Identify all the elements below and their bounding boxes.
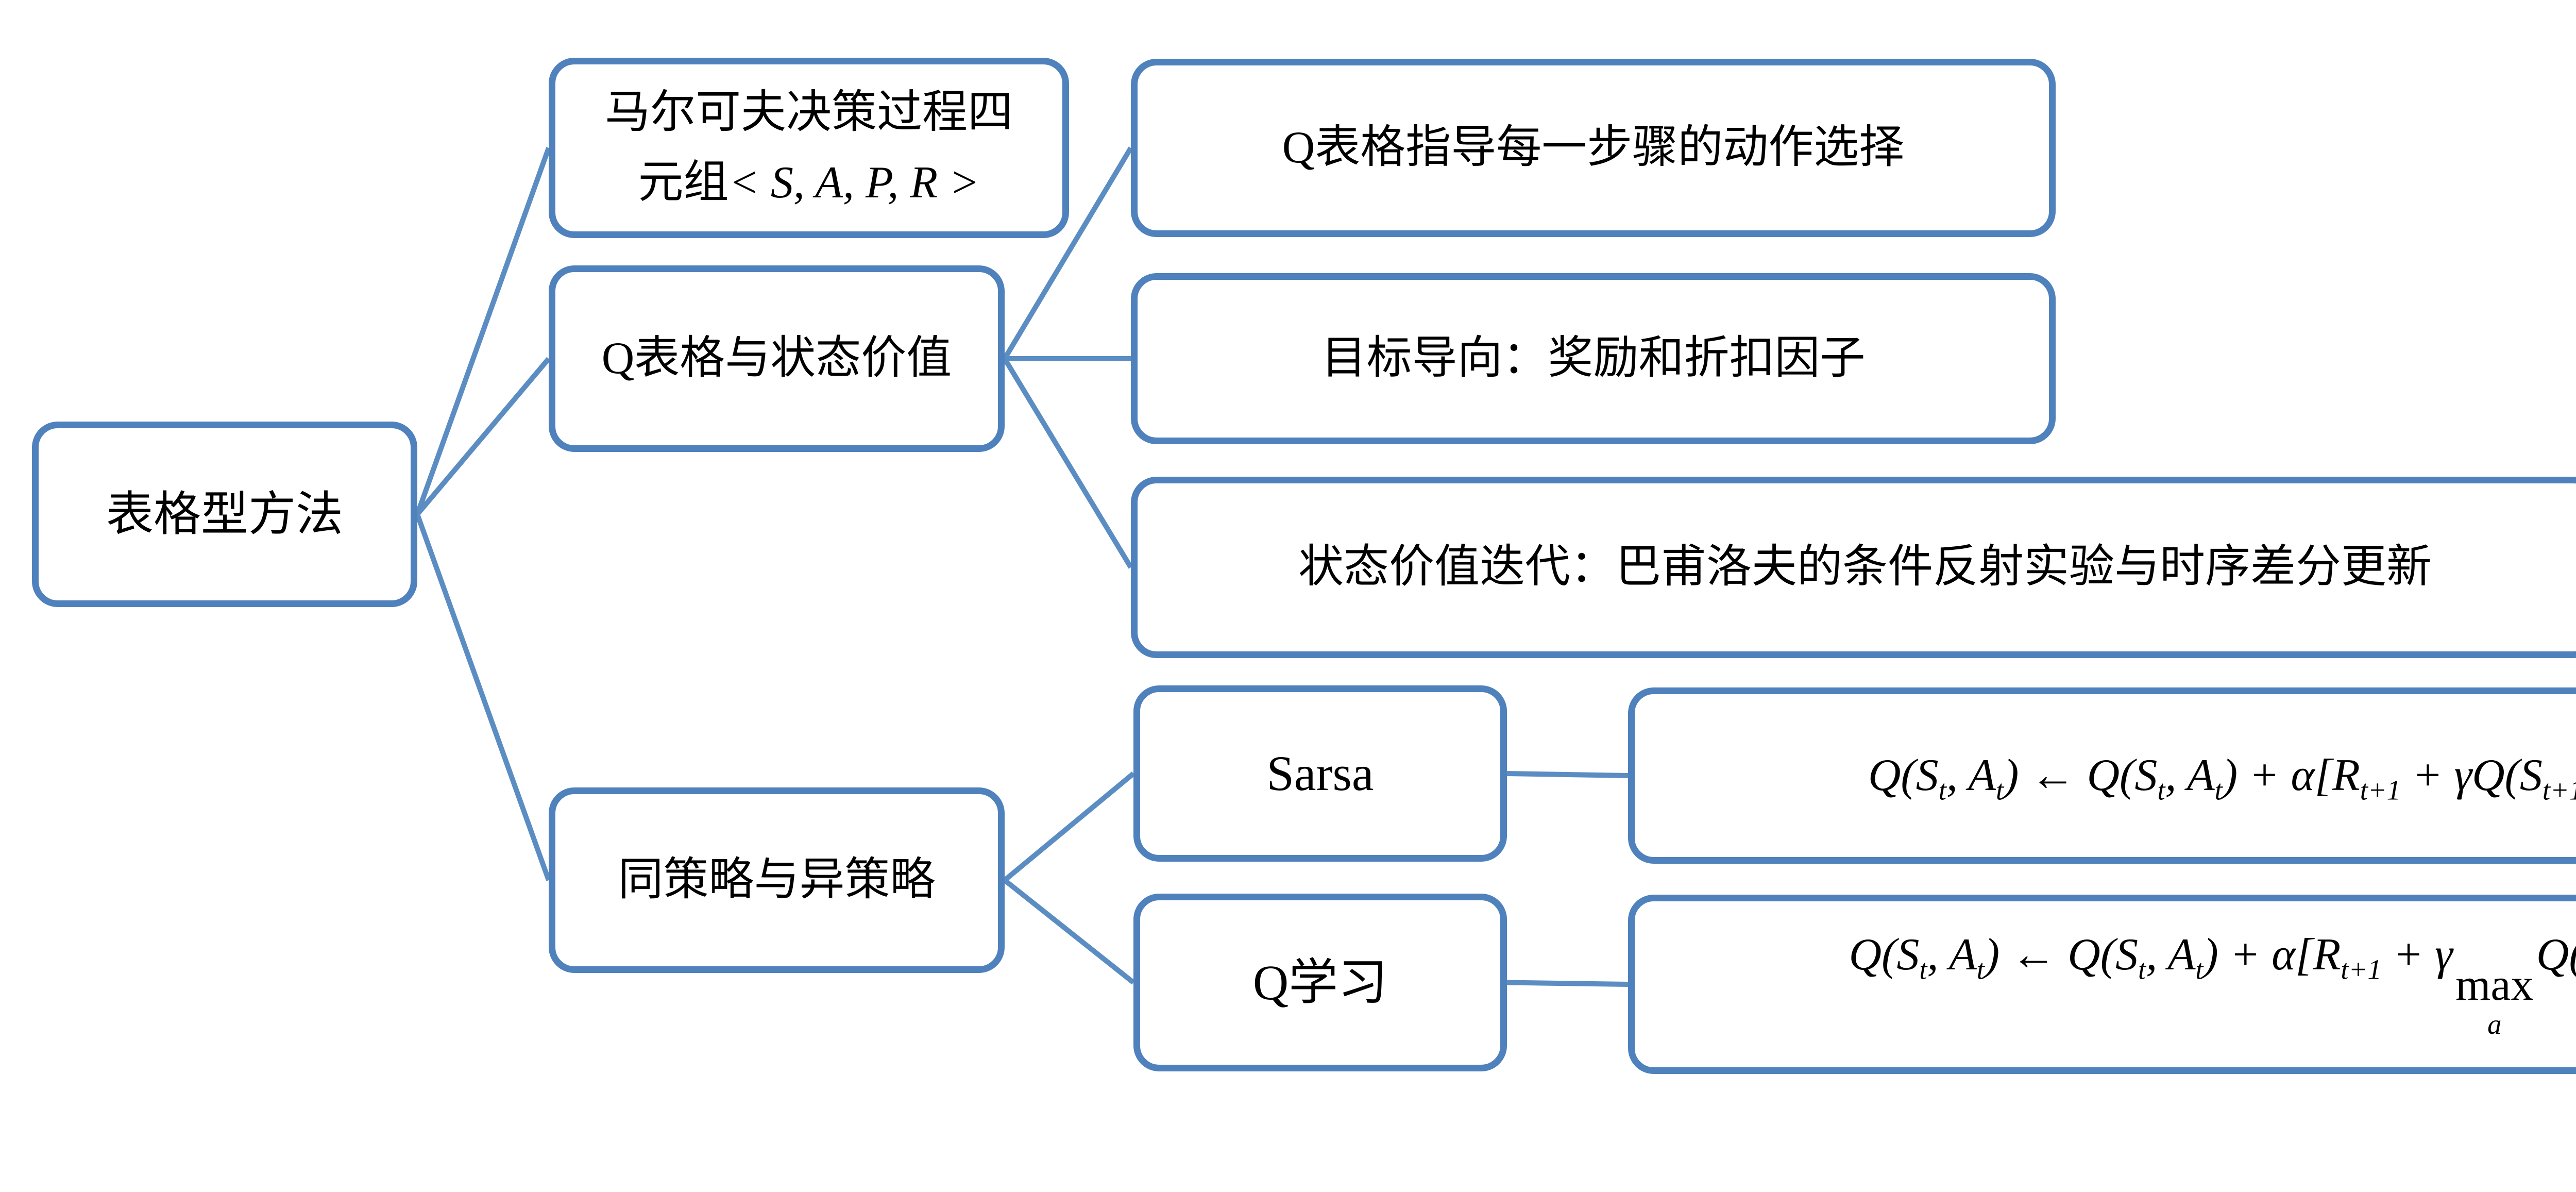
node-on-off-policy: 同策略与异策略 xyxy=(549,787,1005,973)
node-label: Q表格指导每一步骤的动作选择 xyxy=(1282,123,1905,173)
sarsa-formula-text: Q(St, At) ← Q(St, At) + α[Rt+1 + γQ(St+1… xyxy=(1868,750,2576,806)
node-qtable-guides-actions: Q表格指导每一步骤的动作选择 xyxy=(1131,59,2056,237)
node-label: 表格型方法 xyxy=(106,488,343,541)
connector-line xyxy=(1506,771,1629,778)
mdp-tuple-math: < S, A, P, R > xyxy=(728,158,980,208)
node-q-learning-update-formula: Q(St, At) ← Q(St, At) + α[Rt+1 + γmaxaQ(… xyxy=(1628,895,2576,1074)
connector-line xyxy=(415,357,551,516)
max-subscript: a xyxy=(2487,1008,2502,1040)
formula-before-max: Q(St, At) ← Q(St, At) + α[Rt+1 + γ xyxy=(1849,929,2453,985)
node-q-learning: Q学习 xyxy=(1133,894,1507,1071)
connector-line xyxy=(415,513,551,881)
node-tabular-methods: 表格型方法 xyxy=(32,422,417,607)
connector-line xyxy=(1506,980,1629,987)
node-label: Q学习 xyxy=(1252,954,1388,1010)
node-label: 状态价值迭代：巴甫洛夫的条件反射实验与时序差分更新 xyxy=(1298,542,2432,592)
connector-line xyxy=(1003,771,1136,882)
node-label: 同策略与异策略 xyxy=(618,855,936,905)
node-state-value-iteration: 状态价值迭代：巴甫洛夫的条件反射实验与时序差分更新 xyxy=(1131,477,2576,658)
node-mdp-tuple: 马尔可夫决策过程四 元组< S, A, P, R > xyxy=(549,58,1069,238)
node-label-line1: 马尔可夫决策过程四 xyxy=(604,87,1013,138)
connector-line xyxy=(415,147,551,515)
connector-line xyxy=(1003,878,1136,985)
formula-after-max: Q(St+1, a) − Q(St, At)] xyxy=(2536,929,2576,980)
connector-line xyxy=(1002,146,1133,360)
node-label-line2-prefix: 元组 xyxy=(638,158,729,208)
node-label: Q表格与状态价值 xyxy=(601,333,952,383)
node-sarsa-update-formula: Q(St, At) ← Q(St, At) + α[Rt+1 + γQ(St+1… xyxy=(1628,687,2576,864)
node-goal-oriented: 目标导向：奖励和折扣因子 xyxy=(1131,273,2056,444)
node-sarsa: Sarsa xyxy=(1133,685,1507,862)
connector-line xyxy=(1002,357,1133,569)
node-label-line2: 元组< S, A, P, R > xyxy=(638,148,979,218)
node-label: 目标导向：奖励和折扣因子 xyxy=(1321,333,1866,383)
node-qtable-state-value: Q表格与状态价值 xyxy=(549,265,1005,452)
q-learning-formula-text: Q(St, At) ← Q(St, At) + α[Rt+1 + γmaxaQ(… xyxy=(1849,930,2576,1039)
node-label: Sarsa xyxy=(1266,746,1374,801)
max-word: max xyxy=(2455,960,2534,1011)
